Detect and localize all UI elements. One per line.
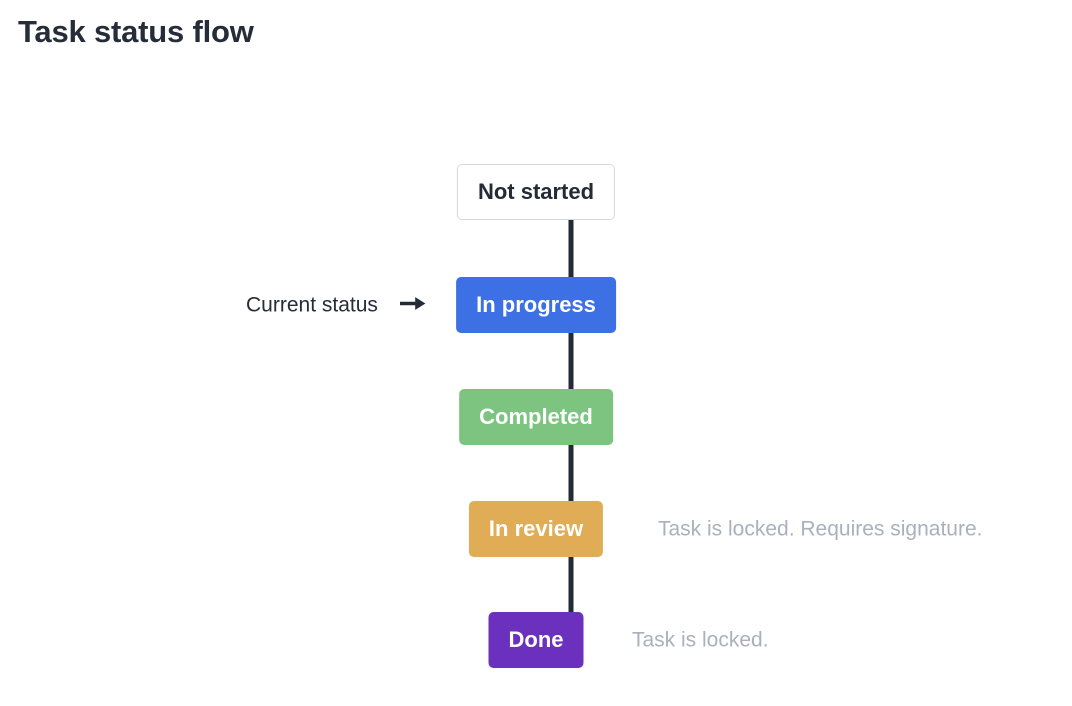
status-node-label-in-review: In review [488,516,584,541]
flow-node-row-completed: Completed [0,389,1072,445]
current-status-label: Current status [246,293,378,317]
flow-node-row-done: Done Task is locked. [0,612,1072,668]
status-node-annotation-done: Task is locked. [632,628,769,652]
flow-node-row-in-progress: In progress [0,277,1072,333]
status-node-label-in-progress: In progress [476,292,596,317]
status-node-done[interactable]: Done [488,612,584,668]
flow-connector-not-started-to-in-progress [568,220,574,277]
flow-node-row-in-review: In review Task is locked. Requires signat… [0,501,1072,557]
current-status-marker: Current status [246,295,426,316]
status-node-label-done: Done [508,627,564,652]
status-node-annotation-in-review: Task is locked. Requires signature. [658,517,983,541]
status-node-completed[interactable]: Completed [459,389,613,445]
page-title: Task status flow [18,14,254,49]
arrow-right-icon [399,295,426,316]
status-node-not-started[interactable]: Not started [456,164,616,220]
flow-connector-completed-to-in-review [568,445,574,501]
status-node-label-not-started: Not started [477,179,595,204]
status-node-in-progress[interactable]: In progress [456,277,616,333]
flow-connector-in-review-to-done [568,557,574,612]
status-node-label-completed: Completed [479,404,593,429]
flow-connector-in-progress-to-completed [568,333,574,389]
flow-node-row-not-started: Not started [0,164,1072,220]
status-node-in-review[interactable]: In review [468,501,604,557]
